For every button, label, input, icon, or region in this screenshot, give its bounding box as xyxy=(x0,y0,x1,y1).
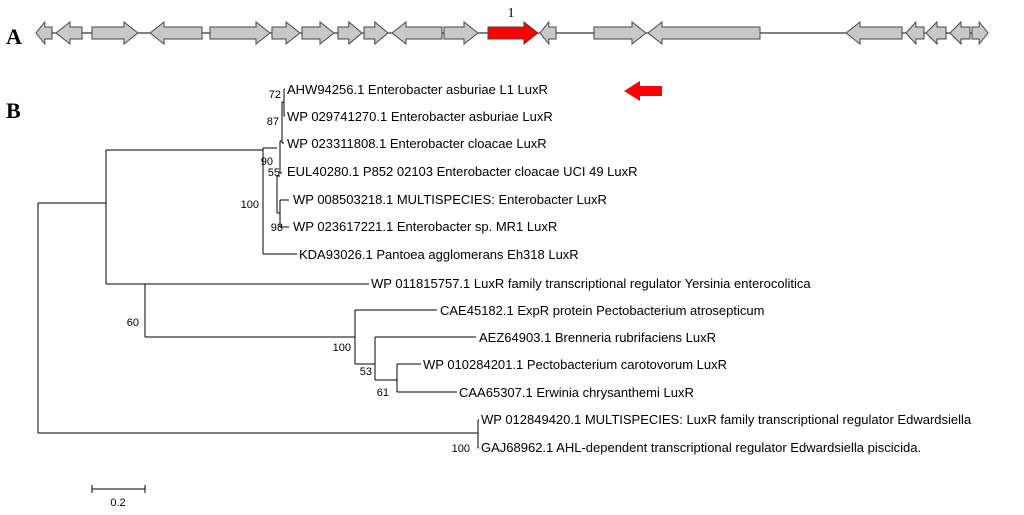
gene-arrow xyxy=(539,20,557,46)
leaf-label: WP 029741270.1 Enterobacter asburiae Lux… xyxy=(287,109,553,124)
highlighted-gene-arrow xyxy=(487,20,539,46)
leaf-label: WP 023311808.1 Enterobacter cloacae LuxR xyxy=(287,136,547,151)
bootstrap-value: 72 xyxy=(269,89,281,101)
gene-arrow xyxy=(925,20,947,46)
gene-arrow xyxy=(845,20,903,46)
leaf-label: WP 010284201.1 Pectobacterium carotovoru… xyxy=(423,357,727,372)
bootstrap-value: 100 xyxy=(452,443,470,455)
highlight-arrow-icon xyxy=(624,81,662,101)
leaf-label: CAA65307.1 Erwinia chrysanthemi LuxR xyxy=(459,385,694,400)
gene-arrow xyxy=(905,20,925,46)
leaf-label: GAJ68962.1 AHL-dependent transcriptional… xyxy=(481,440,921,455)
gene-arrow xyxy=(209,20,271,46)
bootstrap-value: 100 xyxy=(333,342,351,354)
leaf-label: AHW94256.1 Enterobacter asburiae L1 LuxR xyxy=(287,82,548,97)
gene-map xyxy=(35,20,989,46)
gene-arrow xyxy=(337,20,363,46)
bootstrap-value: 55 xyxy=(268,167,280,179)
gene-arrow xyxy=(443,20,479,46)
scale-bar-label: 0.2 xyxy=(110,497,125,509)
gene-arrow xyxy=(971,20,989,46)
gene-arrow xyxy=(271,20,301,46)
leaf-label: CAE45182.1 ExpR protein Pectobacterium a… xyxy=(440,303,764,318)
gene-arrow xyxy=(301,20,335,46)
gene-arrow xyxy=(391,20,443,46)
gene-arrow xyxy=(35,20,53,46)
leaf-label: WP 012849420.1 MULTISPECIES: LuxR family… xyxy=(481,412,972,427)
bootstrap-values: 72 87 90 55 100 98 60 100 53 61 100 xyxy=(127,89,470,455)
gene-arrow xyxy=(149,20,203,46)
gene-arrow xyxy=(55,20,83,46)
highlight-gene-number: 1 xyxy=(508,6,515,21)
bootstrap-value: 87 xyxy=(267,116,279,128)
bootstrap-value: 100 xyxy=(241,199,259,211)
bootstrap-value: 90 xyxy=(261,156,273,168)
leaf-label: AEZ64903.1 Brenneria rubrifaciens LuxR xyxy=(479,330,716,345)
gene-arrow xyxy=(647,20,761,46)
leaf-label: WP 011815757.1 LuxR family transcription… xyxy=(371,276,811,291)
scale-bar: 0.2 xyxy=(91,485,146,509)
bootstrap-value: 61 xyxy=(377,387,389,399)
leaf-labels: AHW94256.1 Enterobacter asburiae L1 LuxR… xyxy=(287,82,972,455)
bootstrap-value: 60 xyxy=(127,317,139,329)
leaf-label: EUL40280.1 P852 02103 Enterobacter cloac… xyxy=(287,164,638,179)
phylo-tree xyxy=(37,88,479,449)
panel-a-label: A xyxy=(6,24,22,49)
gene-arrow xyxy=(949,20,971,46)
gene-arrow xyxy=(91,20,139,46)
gene-arrow xyxy=(363,20,389,46)
leaf-label: WP 008503218.1 MULTISPECIES: Enterobacte… xyxy=(293,192,607,207)
leaf-label: KDA93026.1 Pantoea agglomerans Eh318 Lux… xyxy=(299,247,579,262)
bootstrap-value: 53 xyxy=(360,366,372,378)
gene-arrow xyxy=(593,20,647,46)
panel-b-label: B xyxy=(6,98,21,123)
leaf-label: WP 023617221.1 Enterobacter sp. MR1 LuxR xyxy=(293,219,557,234)
bootstrap-value: 98 xyxy=(271,222,283,234)
